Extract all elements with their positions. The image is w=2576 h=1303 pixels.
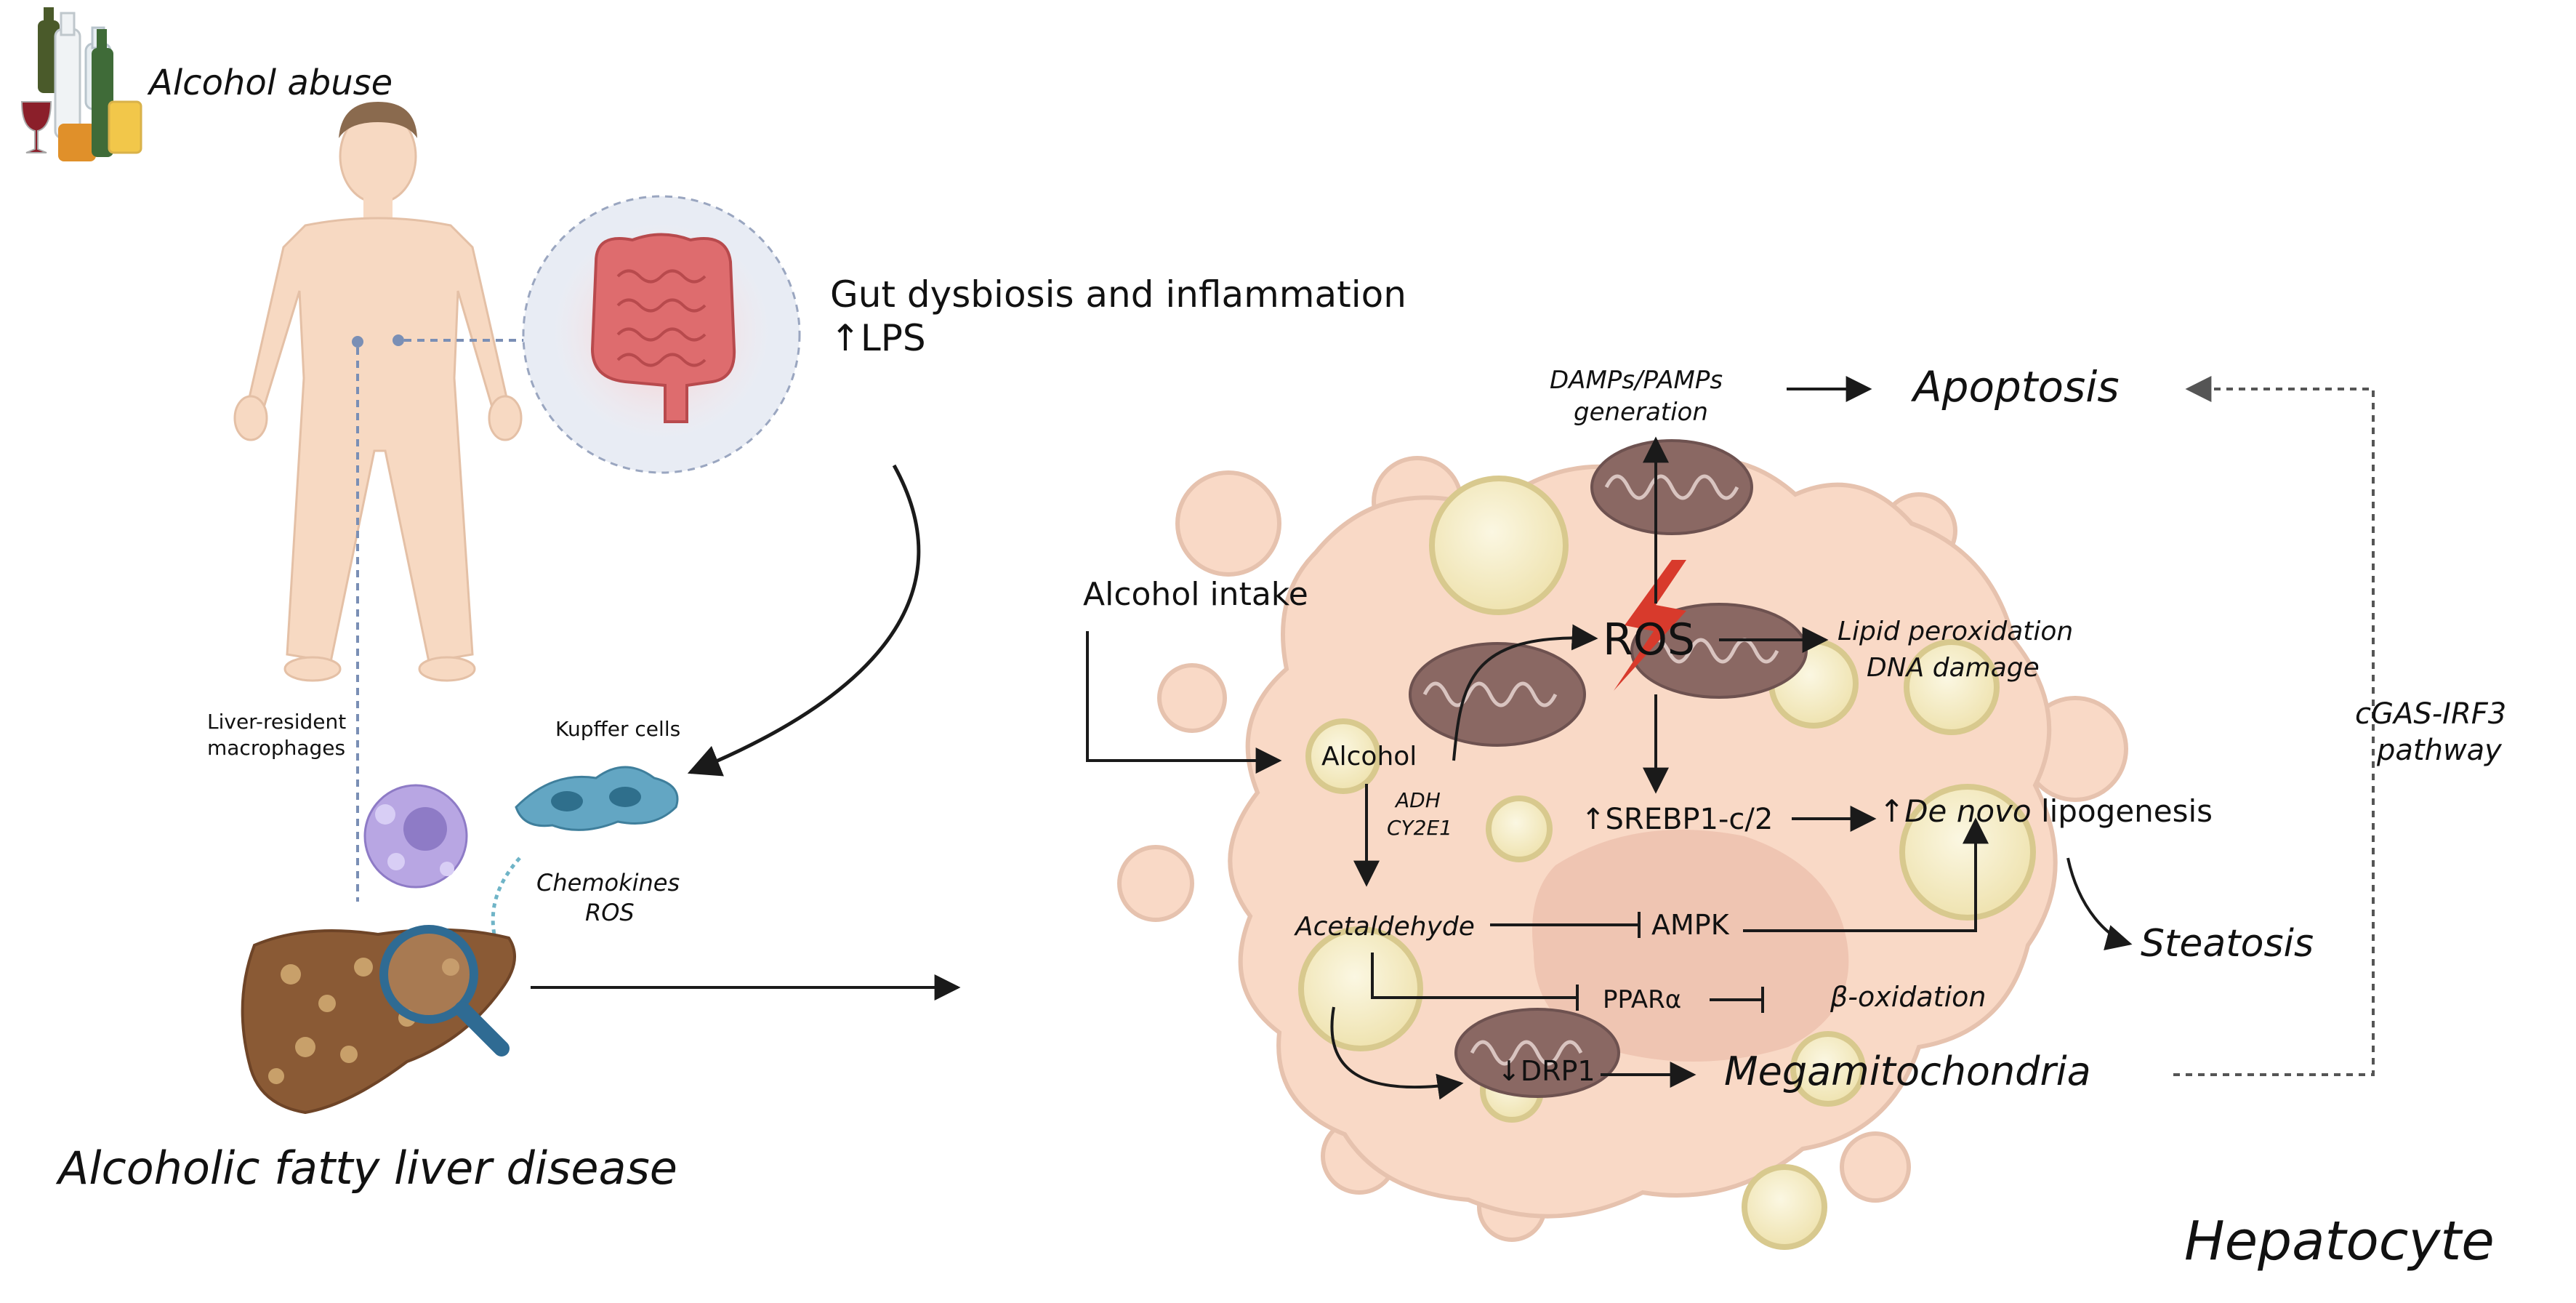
intake-arrow [1086, 631, 1282, 774]
body-marker-dot [393, 334, 404, 346]
lightning-icon [1614, 560, 1686, 691]
alcohol-abuse-label: Alcohol abuse [147, 63, 393, 103]
lipid-peroxidation-label: Lipid peroxidation [1838, 617, 2073, 646]
lipogenesis-text: ↑De novo lipogenesis [1879, 793, 2213, 829]
drp1-label: ↓DRP1 [1497, 1055, 1595, 1087]
intestine-icon [522, 195, 801, 474]
magnifier-icon [379, 925, 510, 1057]
alcohol-intake-label: Alcohol intake [1083, 576, 1308, 613]
cgas-label: cGAS-IRF3 [2355, 697, 2506, 731]
mitochondrion-icon [1409, 439, 1808, 1098]
pathway-label: pathway [2376, 734, 2503, 767]
acetaldehyde-to-drp1-arrow [1330, 1006, 1464, 1100]
macrophage-icon [363, 784, 468, 889]
generation-label: generation [1574, 398, 1708, 427]
kupffer-cell-icon [515, 766, 679, 831]
beta-oxidation-label: β-oxidation [1830, 981, 1986, 1013]
cgas-pathway-dotted-arrow [2173, 376, 2375, 1076]
de-novo-up-arrow: ↑ [1879, 793, 1904, 829]
bottles-icon [20, 7, 142, 161]
adh-label: ADH [1394, 788, 1441, 812]
srebp-label: ↑SREBP1-c/2 [1581, 803, 1773, 836]
acetaldehyde-label: Acetaldehyde [1294, 912, 1475, 942]
megamitochondria-label: Megamitochondria [1724, 1049, 2091, 1094]
ampk-to-lipogenesis-line [1743, 817, 1989, 932]
liver-resident-label: Liver-resident [207, 710, 346, 734]
damps-label: DAMPs/PAMPs [1550, 366, 1723, 395]
hepatocyte-label: Hepatocyte [2184, 1210, 2495, 1272]
afld-label: Alcoholic fatty liver disease [55, 1142, 677, 1195]
acetaldehyde-inhibits-ppar [1371, 953, 1577, 999]
alcohol-to-ros-arrow [1452, 624, 1598, 761]
cy2e1-label: CY2E1 [1387, 816, 1452, 840]
de-novo-label: De novo [1904, 793, 2031, 829]
chemokines-label: Chemokines [536, 869, 680, 897]
hepatocyte-cell [1117, 456, 2128, 1242]
ros-small-label: ROS [585, 899, 635, 926]
kupffer-cells-label: Kupffer cells [555, 717, 680, 741]
steatosis-label: Steatosis [2141, 922, 2314, 966]
macrophages-label: macrophages [207, 736, 345, 760]
lipogenesis-to-steatosis-arrow [2066, 857, 2133, 951]
lps-label: ↑LPS [830, 317, 926, 359]
ros-label: ROS [1603, 614, 1695, 665]
apoptosis-label: Apoptosis [1910, 362, 2120, 412]
ppar-label: PPARα [1603, 985, 1681, 1014]
gut-to-liver-arrow [687, 464, 921, 777]
lipogenesis-label: lipogenesis [2032, 793, 2213, 829]
nucleus [1532, 830, 1849, 1062]
body-marker-dot [352, 336, 363, 348]
lipid-droplet-icon [1298, 476, 2036, 1250]
dna-damage-label: DNA damage [1867, 653, 2040, 683]
ampk-label: AMPK [1651, 909, 1730, 941]
gut-dysbiosis-label: Gut dysbiosis and inflammation [830, 273, 1406, 316]
alcohol-label: Alcohol [1321, 742, 1417, 771]
human-body-icon [233, 102, 523, 682]
